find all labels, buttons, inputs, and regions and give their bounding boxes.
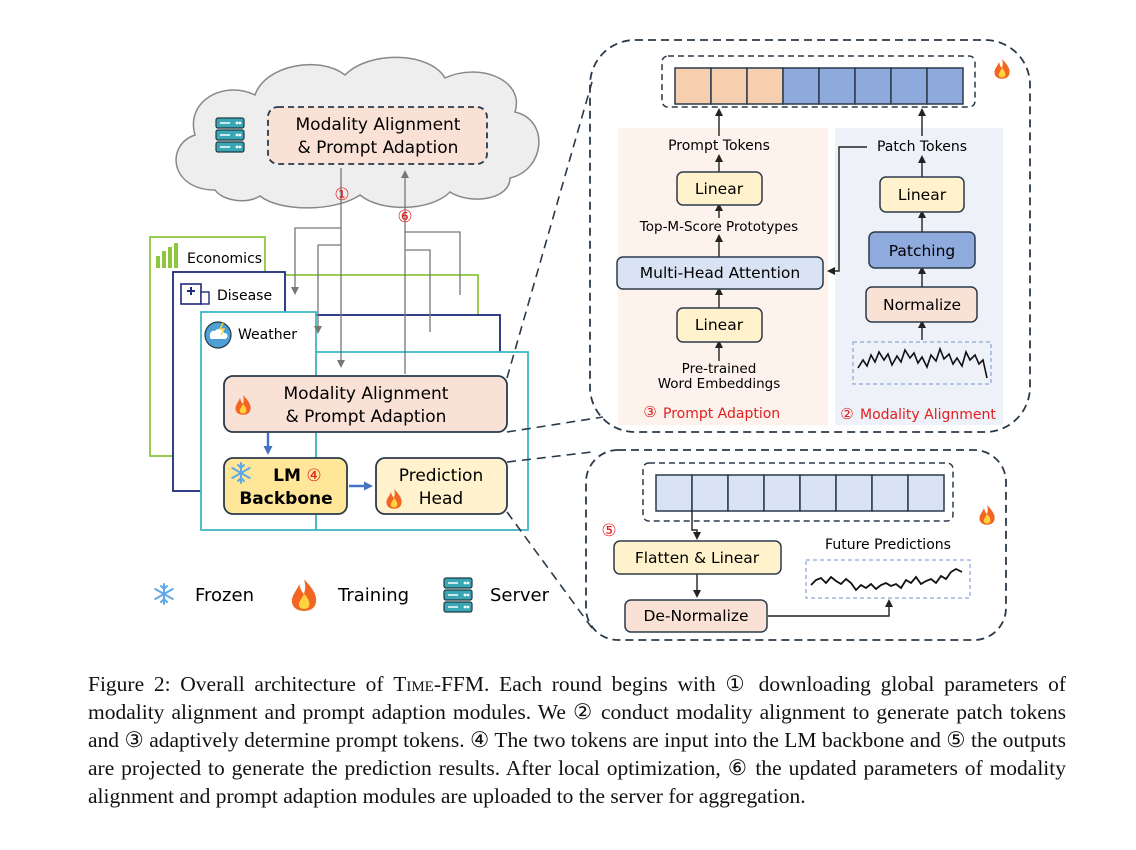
cloud-module-line2: & Prompt Adaption	[298, 138, 459, 158]
prediction-head: Prediction Head	[375, 457, 508, 515]
legend-flame-icon	[291, 579, 317, 611]
pretrained-line1: Pre-trained	[682, 361, 757, 377]
step-6-marker: ⑥	[397, 207, 412, 227]
token-sequence-frame	[661, 55, 976, 108]
client-alignment-line1: Modality Alignment	[284, 384, 449, 404]
figure-caption: Figure 2: Overall architecture of Time-F…	[88, 670, 1066, 810]
caption-model-name: Time-FFM	[393, 672, 485, 696]
legend-server-icon	[443, 577, 473, 613]
lm-line2: Backbone	[239, 489, 332, 509]
legend-server: Server	[490, 585, 550, 606]
legend: Frozen Training Server	[154, 577, 550, 613]
prompt-tokens-label: Prompt Tokens	[668, 138, 770, 154]
future-predictions-label: Future Predictions	[825, 537, 951, 553]
output-token-cell	[691, 474, 729, 512]
lm-line1: LM	[273, 466, 301, 486]
zoom-connectors	[506, 81, 604, 629]
step-5-marker: ⑤	[601, 521, 616, 541]
patch-token-cell	[782, 67, 820, 105]
chart-icon	[156, 243, 178, 268]
detail-top-arrows	[715, 108, 926, 361]
detail-bottom-panel: ⑤ Flatten & Linear De-Normalize Future P…	[585, 449, 1007, 641]
step-4-marker: ④	[306, 466, 321, 486]
output-token-cell	[835, 474, 873, 512]
modality-alignment-title: Modality Alignment	[860, 407, 996, 423]
prompt-token-cell	[710, 67, 748, 105]
output-token-cell	[871, 474, 909, 512]
patch-token-cell	[926, 67, 964, 105]
client-disease-label: Disease	[217, 288, 272, 304]
weather-icon	[204, 321, 232, 349]
cloud-module-line1: Modality Alignment	[296, 115, 461, 135]
flatten-linear-label: Flatten & Linear	[635, 549, 760, 567]
top-m-prototypes-label: Top-M-Score Prototypes	[639, 219, 798, 235]
denormalize-label: De-Normalize	[643, 607, 748, 625]
prompt-adaption-title: Prompt Adaption	[663, 406, 780, 422]
output-token-cell	[655, 474, 693, 512]
output-token-cell	[727, 474, 765, 512]
step-1-marker: ①	[334, 185, 349, 205]
input-series-line	[857, 346, 988, 379]
future-series-frame	[805, 559, 971, 599]
pred-line2: Head	[419, 489, 463, 509]
download-arrows	[291, 168, 345, 368]
linear-bottom-label: Linear	[695, 316, 744, 334]
client-economics-label: Economics	[187, 251, 262, 267]
legend-training: Training	[337, 585, 409, 606]
prompt-token-cell	[746, 67, 784, 105]
prompt-token-cell	[674, 67, 712, 105]
linear-top-label: Linear	[695, 180, 744, 198]
architecture-diagram: Modality Alignment & Prompt Adaption Eco…	[149, 39, 1031, 641]
output-token-cell	[799, 474, 837, 512]
step-2-marker: ②	[840, 405, 853, 423]
output-token-cell	[763, 474, 801, 512]
detail-top-panel: Prompt Tokens Patch Tokens Linear Top-M-…	[589, 39, 1031, 433]
output-sequence-frame	[642, 462, 954, 522]
patch-tokens-label: Patch Tokens	[877, 139, 967, 155]
legend-snowflake-icon	[154, 583, 174, 605]
mha-label: Multi-Head Attention	[640, 264, 800, 282]
hospital-icon	[180, 283, 210, 305]
legend-frozen: Frozen	[195, 585, 254, 606]
lm-backbone: LM ④ Backbone	[223, 457, 348, 515]
pretrained-line2: Word Embeddings	[658, 376, 781, 392]
input-series-frame	[852, 341, 992, 385]
patching-label: Patching	[889, 242, 956, 260]
caption-prefix: Figure 2: Overall architecture of	[88, 672, 394, 696]
patch-token-cell	[890, 67, 928, 105]
client-alignment-line2: & Prompt Adaption	[286, 407, 447, 427]
cloud-module: Modality Alignment & Prompt Adaption	[267, 106, 488, 165]
step-3-marker: ③	[643, 403, 656, 421]
output-token-sequence	[655, 474, 945, 512]
client-alignment-module: Modality Alignment & Prompt Adaption	[223, 375, 508, 433]
client-weather-label: Weather	[238, 327, 297, 343]
caption-text: . Each round begins with ① downloading g…	[88, 672, 1066, 808]
server-icon	[215, 117, 245, 153]
future-series-line	[810, 567, 963, 592]
pred-line1: Prediction	[399, 466, 483, 486]
training-flame-icon	[979, 505, 995, 525]
upload-arrows	[401, 170, 461, 374]
output-token-cell	[907, 474, 945, 512]
training-flame-icon	[994, 59, 1010, 79]
detail-bottom-arrows	[691, 511, 893, 617]
patch-token-cell	[818, 67, 856, 105]
linear-patch-label: Linear	[898, 186, 947, 204]
normalize-label: Normalize	[883, 296, 961, 314]
token-sequence	[674, 67, 964, 105]
patch-token-cell	[854, 67, 892, 105]
